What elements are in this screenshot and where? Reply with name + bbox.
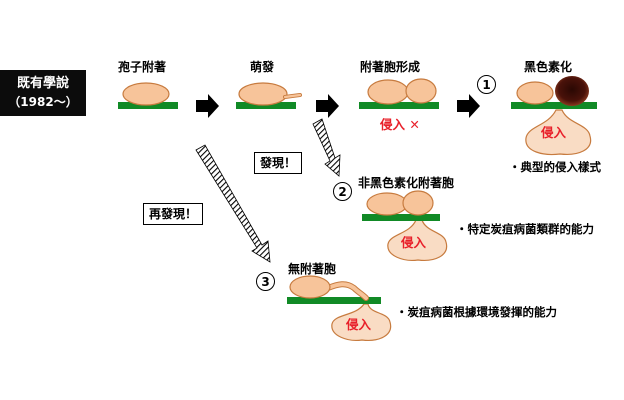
leaf-surface — [362, 214, 440, 221]
spore — [366, 192, 408, 216]
stage1-label: 孢子附著 — [118, 60, 167, 74]
germ-tube — [283, 93, 302, 99]
note-specific-group: ・特定炭疽病菌類群的能力 — [456, 222, 594, 236]
noapp-label: 無附著胞 — [288, 262, 337, 276]
invasion-failed-label: 侵入 ✕ — [380, 117, 420, 132]
marker-2: 2 — [333, 182, 352, 201]
invasion-hypha — [387, 219, 448, 261]
stage2-label: 萌發 — [250, 60, 275, 74]
nonmel-label: 非黑色素化附著胞 — [358, 176, 455, 190]
note-environment: ・炭疽病菌根據環境發揮的能力 — [396, 305, 557, 319]
marker-1: 1 — [477, 75, 496, 94]
leaf-surface — [511, 102, 597, 109]
stage4-label: 黑色素化 — [524, 60, 573, 74]
appressorium — [402, 190, 434, 216]
hatched-arrow-discovery — [312, 118, 341, 177]
marker-3: 3 — [256, 272, 275, 291]
melanized-appressorium — [555, 76, 589, 106]
spore — [367, 79, 409, 105]
invasion-label-2: 侵入 — [401, 235, 427, 250]
noapp-graphic — [287, 275, 392, 341]
existing-theory-title: 既有學說 — [16, 76, 69, 91]
nonmel-graphic — [362, 190, 448, 261]
spore — [516, 81, 554, 105]
stage3-graphic — [359, 78, 439, 109]
stage4-graphic — [511, 76, 597, 156]
rediscovery-badge: 再發現！ — [143, 203, 204, 225]
arrow-right-icon — [196, 94, 219, 118]
leaf-surface — [287, 297, 381, 304]
invasion-label-3: 侵入 — [346, 317, 372, 332]
invasion-hypha — [331, 303, 392, 341]
hatched-arrow-rediscovery — [195, 144, 271, 263]
spore — [122, 82, 170, 106]
spore — [289, 275, 331, 299]
spore — [238, 82, 288, 106]
stage1-graphic — [118, 82, 178, 109]
existing-theory-box: 既有學說 （1982～） — [0, 70, 86, 116]
discovery-badge: 發現！ — [254, 152, 303, 174]
invasion-label-1: 侵入 — [541, 125, 567, 140]
germ-tube — [326, 282, 368, 300]
stage2-graphic — [236, 82, 302, 109]
stage3-label: 附著胞形成 — [360, 60, 421, 74]
note-typical: ・典型的侵入樣式 — [509, 160, 601, 174]
arrow-right-icon — [316, 94, 339, 118]
leaf-surface — [359, 102, 439, 109]
arrow-right-icon — [457, 94, 480, 118]
appressorium — [405, 78, 437, 104]
existing-theory-year: （1982～） — [8, 95, 78, 109]
invasion-hypha — [525, 109, 592, 156]
